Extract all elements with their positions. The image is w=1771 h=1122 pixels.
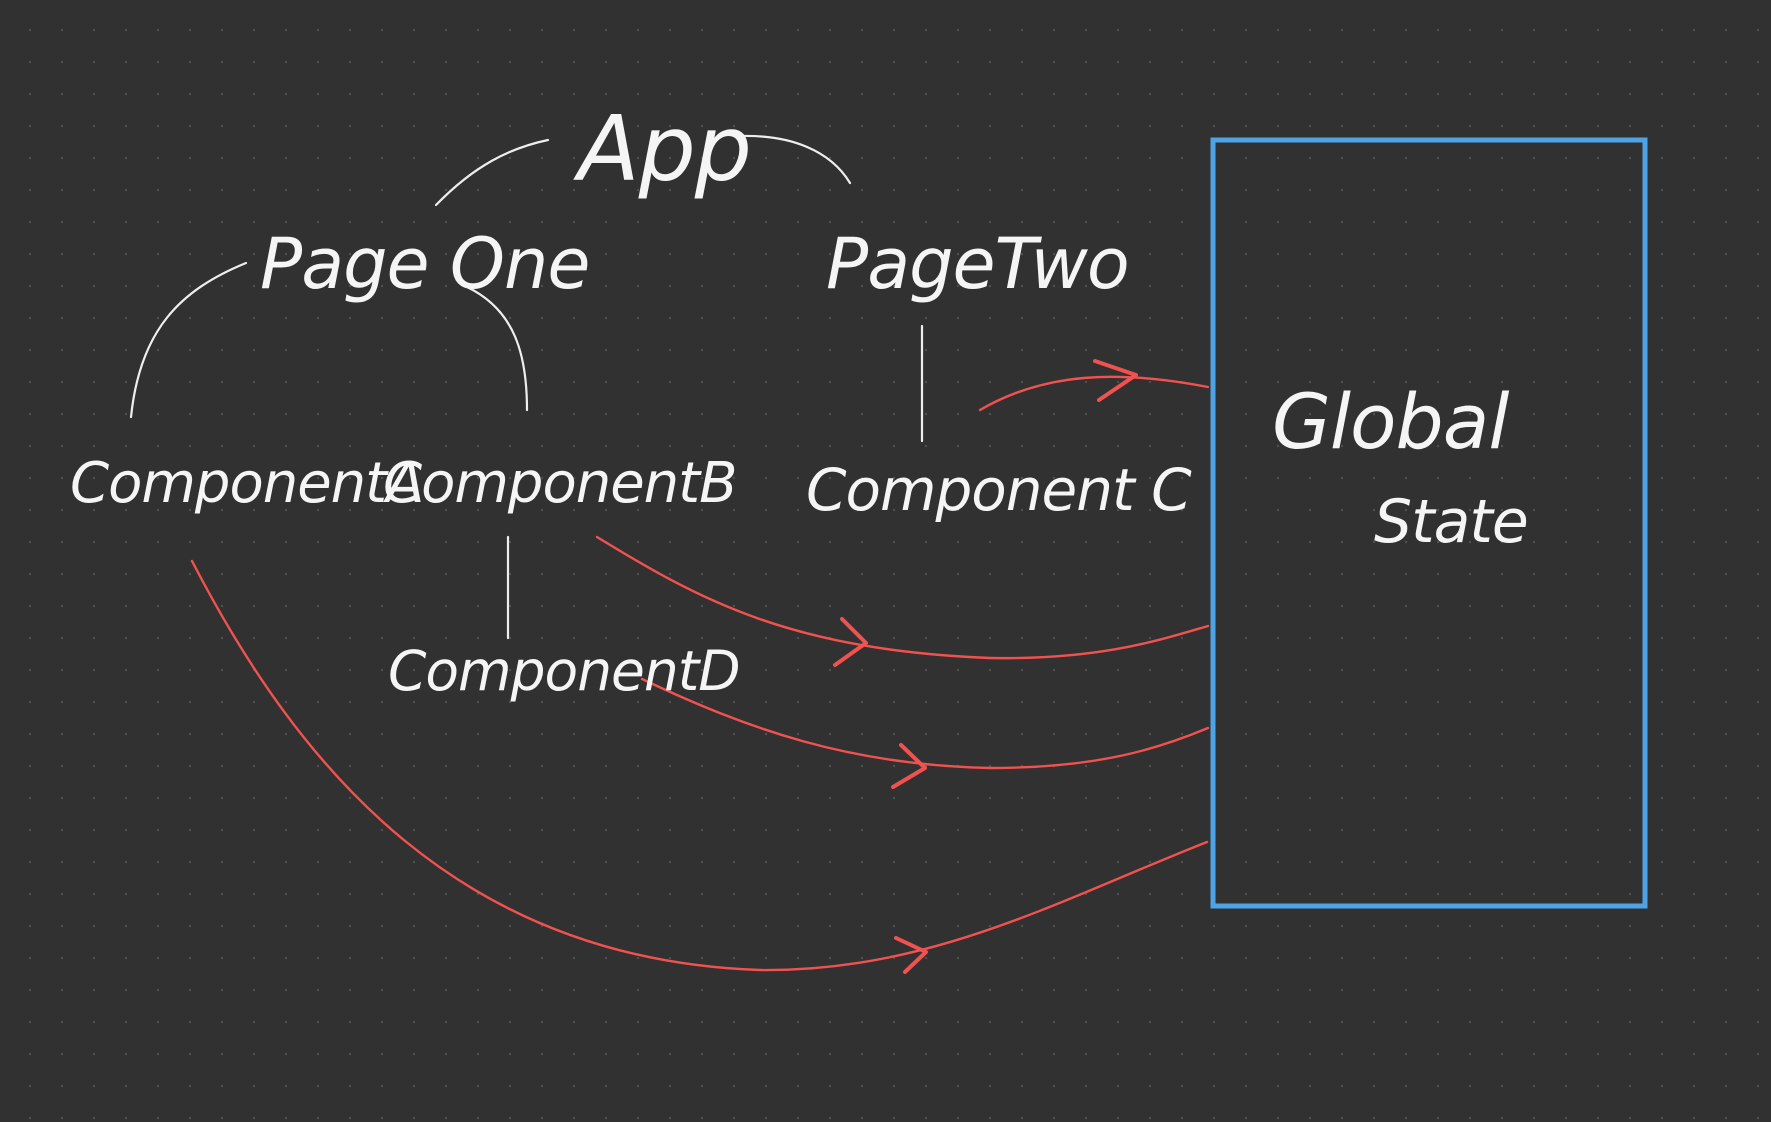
node-labels: App Page One PageTwo ComponentA Componen… [70, 97, 1529, 703]
node-page-one: Page One [260, 223, 589, 305]
flow-componentb-globalstate [595, 535, 1210, 660]
arrow-icon [833, 617, 868, 667]
node-app: App [573, 97, 751, 202]
flow-componenta-globalstate [190, 559, 1209, 972]
flow-componentd-globalstate [640, 677, 1210, 770]
arrow-icon [894, 936, 928, 974]
link-app-pagetwo [740, 134, 852, 185]
node-component-a: ComponentA [70, 451, 423, 516]
node-component-b: ComponentB [383, 451, 737, 516]
node-component-d: ComponentD [388, 639, 740, 703]
global-state-title: Global [1272, 377, 1509, 466]
link-app-pageone [434, 138, 550, 207]
node-component-c: Component C [806, 456, 1192, 524]
node-page-two: PageTwo [826, 223, 1129, 305]
flow-componentc-globalstate [978, 375, 1210, 412]
global-state-box [1210, 137, 1648, 909]
state-flow-links [190, 359, 1210, 974]
global-state-subtitle: State [1374, 487, 1528, 557]
tree-connectors [129, 134, 924, 640]
arrow-icon [1093, 359, 1138, 402]
arrow-icon [891, 743, 927, 789]
link-pageone-componenta [129, 261, 248, 419]
link-pageone-componentb [465, 285, 529, 412]
